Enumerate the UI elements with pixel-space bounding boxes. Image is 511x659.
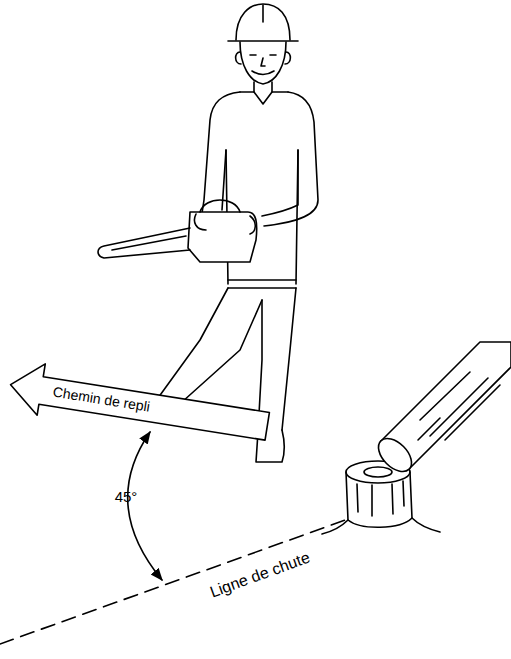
ear — [285, 52, 290, 64]
fall-line — [0, 519, 348, 644]
nose — [261, 58, 265, 66]
chainsaw-chain — [112, 236, 186, 250]
helmet-ridge — [262, 5, 264, 22]
leg — [282, 288, 296, 430]
felled-log — [372, 342, 511, 478]
bark-lines — [418, 372, 500, 440]
collar — [240, 92, 288, 104]
escape-path-arrow: Chemin de repli — [5, 357, 273, 453]
face — [240, 42, 286, 84]
worker-figure — [128, 4, 318, 462]
eyes — [250, 54, 276, 56]
stump — [322, 461, 440, 534]
neck — [254, 82, 272, 92]
stump-side — [410, 472, 440, 532]
torso — [296, 150, 298, 284]
belt — [228, 280, 296, 288]
mouth — [252, 71, 274, 75]
angle-arc — [128, 432, 162, 580]
log-end — [372, 432, 417, 477]
hands — [194, 214, 255, 234]
ear — [236, 52, 241, 64]
leg — [158, 288, 228, 398]
chainsaw-bar — [98, 228, 190, 258]
helmet — [236, 4, 290, 40]
stump-base — [348, 518, 412, 527]
arrow-shape — [7, 359, 272, 451]
chainsaw — [98, 200, 257, 262]
fall-line-label: Ligne de chute — [191, 543, 329, 608]
helmet-brim — [228, 40, 298, 42]
angle-label: 45° — [104, 488, 148, 505]
bark-lines — [357, 481, 404, 516]
chainsaw-handle — [200, 200, 240, 212]
chainsaw-body — [188, 212, 257, 262]
arm — [264, 92, 318, 226]
leg — [182, 300, 262, 402]
arm — [201, 92, 240, 220]
arm — [262, 150, 298, 216]
stump-side — [322, 472, 348, 534]
tree-rings — [364, 467, 392, 477]
